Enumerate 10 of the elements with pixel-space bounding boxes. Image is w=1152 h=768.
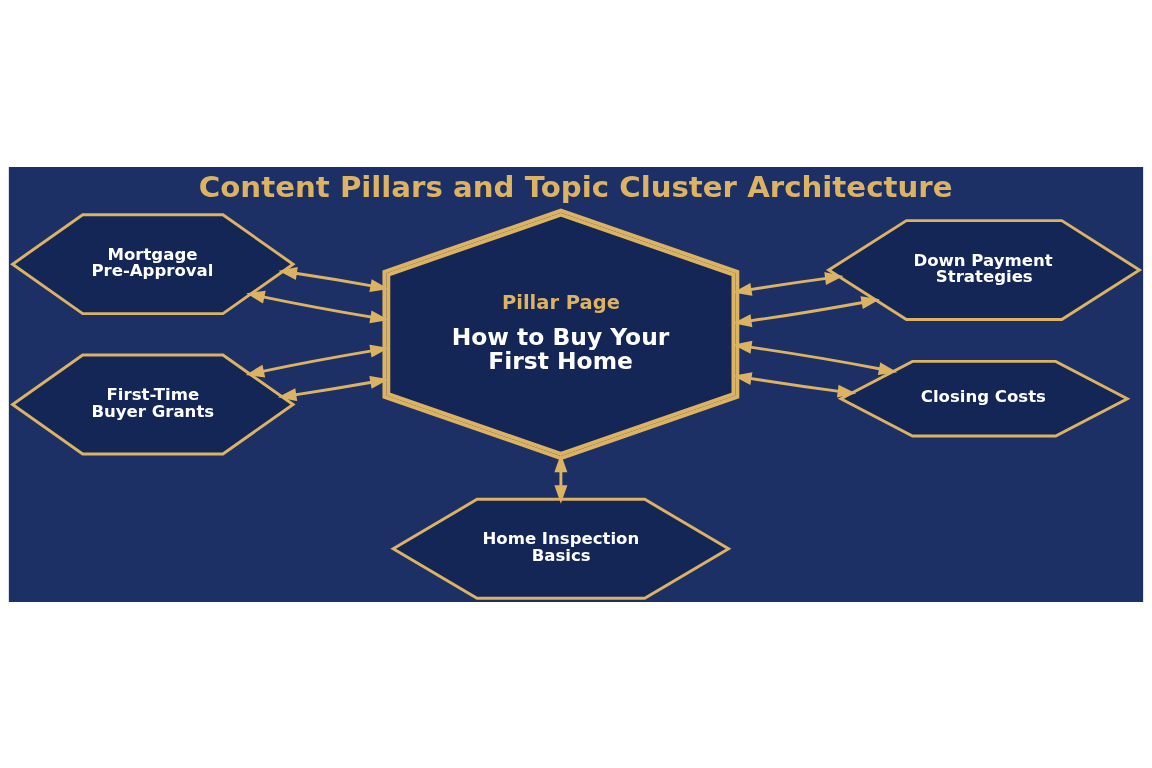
arrow xyxy=(277,375,389,401)
arrow xyxy=(245,344,389,377)
arrow xyxy=(246,290,389,323)
arrow xyxy=(733,271,844,296)
arrow xyxy=(554,453,568,504)
arrow xyxy=(733,371,857,398)
arrow xyxy=(733,340,898,375)
diagram-title: Content Pillars and Topic Cluster Architecture xyxy=(198,169,953,204)
arrow xyxy=(733,295,880,327)
arrow xyxy=(278,266,389,292)
